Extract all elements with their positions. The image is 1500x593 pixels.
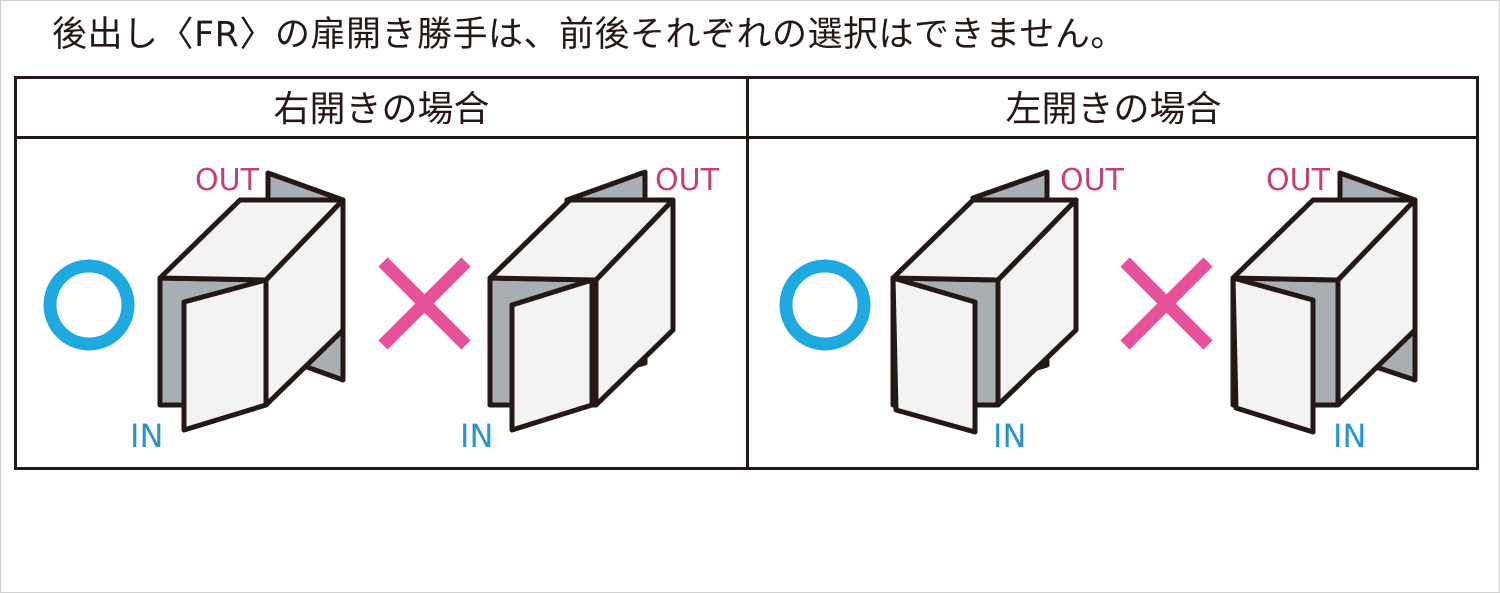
header-left-hinge: 左開きの場合	[1005, 89, 1222, 130]
out-label: OUT	[195, 163, 260, 198]
note-text: 後出し〈FR〉の扉開き勝手は、前後それぞれの選択はできません。	[52, 15, 1126, 55]
out-label: OUT	[655, 163, 720, 198]
cabinet-side	[1335, 197, 1418, 408]
circle-ok-icon	[779, 259, 871, 351]
out-label: OUT	[1266, 163, 1331, 198]
in-label: IN	[993, 417, 1026, 455]
in-label: IN	[1333, 417, 1366, 455]
in-label: IN	[460, 417, 493, 455]
front-door	[890, 275, 978, 435]
front-door	[1230, 275, 1316, 435]
cabinet-right-ng	[487, 169, 676, 433]
circle-ok-icon	[43, 259, 135, 351]
column-divider	[746, 79, 749, 467]
cabinet-side	[593, 197, 676, 408]
header-right-hinge: 右開きの場合	[273, 89, 490, 130]
cross-ng-icon	[1120, 257, 1213, 350]
front-door	[509, 277, 595, 433]
cross-ng-icon	[378, 257, 471, 350]
front-door	[181, 277, 269, 433]
out-label: OUT	[1060, 163, 1125, 198]
cabinet-left-ng	[1230, 170, 1418, 435]
in-label: IN	[130, 417, 163, 455]
cabinet-side	[995, 197, 1079, 408]
door-swing-table: 右開きの場合 左開きの場合	[14, 76, 1479, 470]
cabinet-right-ok	[157, 170, 346, 433]
cabinet-left-ok	[890, 169, 1079, 435]
